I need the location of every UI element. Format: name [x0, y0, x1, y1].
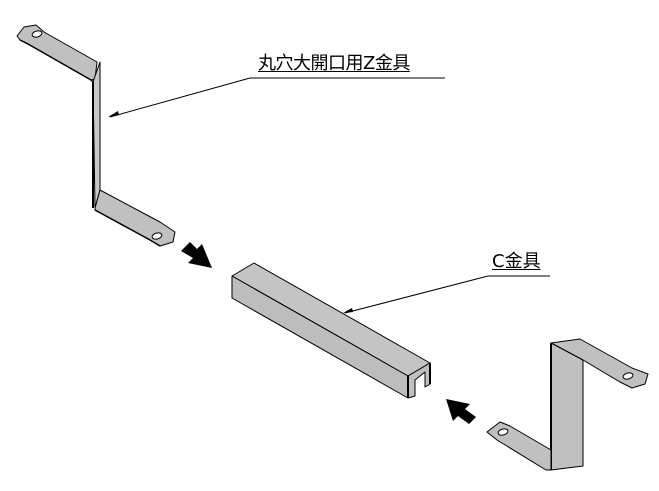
z-bracket-top-left [16, 24, 176, 247]
z-bracket-web [92, 61, 101, 209]
c-channel-top [231, 262, 431, 377]
z-bracket-bottom-hole [151, 232, 163, 240]
z-bracket-label: 丸穴大開口用Z金具 [258, 53, 410, 74]
z-bracket2-web [550, 342, 584, 471]
z-bracket-top-flange [16, 24, 98, 81]
z-bracket2-bottom-flange [486, 421, 552, 471]
z-bracket-bottom-right [486, 338, 649, 471]
c-bracket-label: C金具 [492, 251, 541, 272]
z-bracket2-bottom-hole [497, 428, 509, 436]
insert-arrow-left-icon [181, 242, 212, 268]
insert-arrow-right-icon [446, 399, 476, 424]
z-bracket-top-hole [31, 30, 43, 38]
z-bracket-bottom-flange [94, 189, 176, 247]
c-leader [343, 275, 550, 314]
z-leader [108, 77, 445, 118]
c-channel [231, 262, 431, 399]
z-bracket2-top-hole [622, 372, 634, 380]
